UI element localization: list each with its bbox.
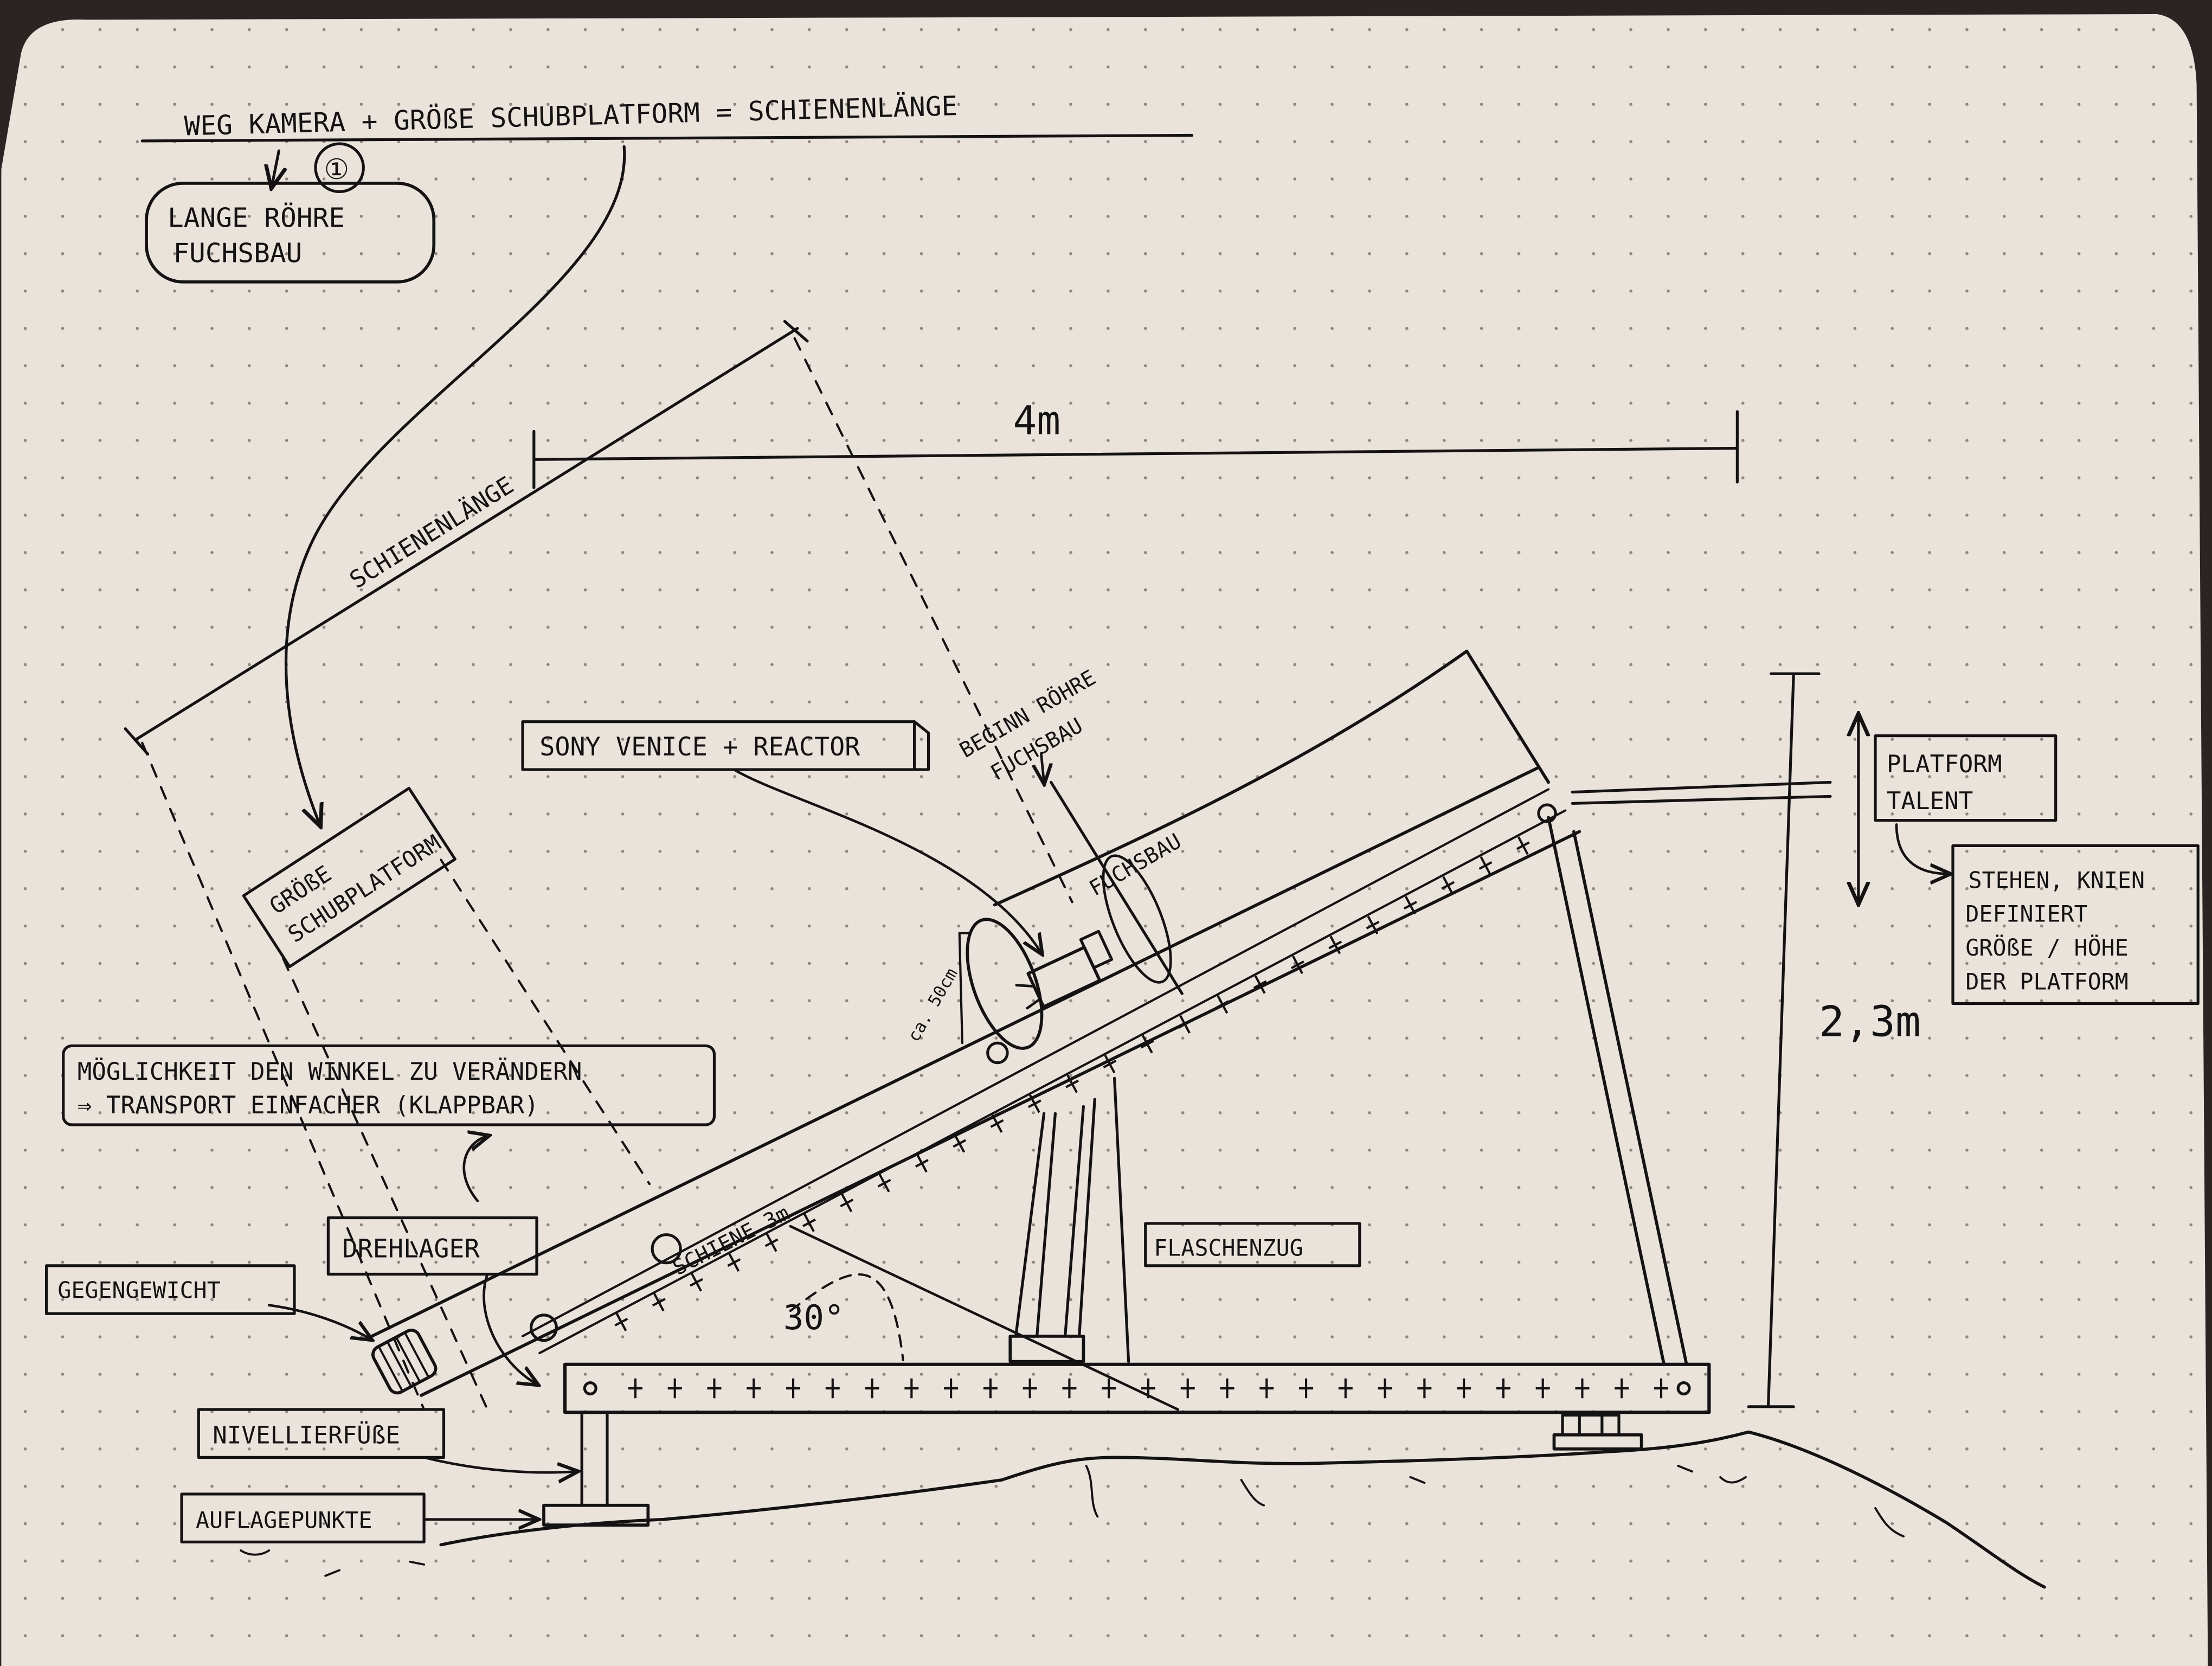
sony-text: SONY VENICE + REACTOR [539, 733, 860, 762]
sony-label-box: SONY VENICE + REACTOR [521, 720, 1041, 953]
long-tube-label-box: LANGE RÖHRE FUCHSBAU [145, 182, 436, 284]
angle-change-box: MÖGLICHKEIT DEN WINKEL ZU VERÄNDERN ⇒ TR… [62, 1044, 716, 1202]
ground-line [240, 1430, 2046, 1589]
pulley-text: FLASCHENZUG [1154, 1235, 1303, 1261]
camera-icon [1015, 930, 1114, 1010]
angle-mark: 30° [783, 1273, 904, 1362]
platform-talent-box: PLATFORM TALENT [1859, 716, 2057, 902]
note-line4: DER PLATFORM [1965, 968, 2128, 995]
angle-text: 30° [783, 1298, 845, 1337]
formula-to-platform-arrow [284, 145, 626, 824]
platform-size-guide-2 [440, 858, 651, 1186]
platform-talent-line2: TALENT [1887, 787, 1973, 815]
pivot-box: DREHLAGER [326, 1216, 537, 1385]
height-dimension: 2,3m [1571, 672, 1921, 1408]
counterweight-label: GEGENGEWICHT [44, 1264, 371, 1339]
formula-ref-mark: ① [324, 153, 350, 186]
height-text: 2,3m [1819, 997, 1921, 1046]
platform-size-guide [282, 957, 489, 1411]
counterweight-text: GEGENGEWICHT [57, 1277, 220, 1304]
leveling-feet: NIVELLIERFÜßE [197, 1408, 1643, 1527]
note-line1: STEHEN, KNIEN [1969, 867, 2145, 893]
counterweight-icon [371, 1328, 438, 1395]
support-strut [1547, 816, 1688, 1366]
note-line2: DEFINIERT [1965, 901, 2087, 927]
angle-change-line2: ⇒ TRANSPORT EINFACHER (KLAPPBAR) [78, 1092, 539, 1119]
standing-kneeling-note: STEHEN, KNIEN DEFINIERT GRÖßE / HÖHE DER… [1951, 844, 2200, 1005]
long-tube-line1: LANGE RÖHRE [168, 202, 345, 233]
support-points: AUFLAGEPUNKTE [180, 1492, 537, 1543]
four-meter-text: 4m [1013, 398, 1060, 444]
support-points-text: AUFLAGEPUNKTE [196, 1507, 372, 1533]
platform-talent-line1: PLATFORM [1887, 751, 2002, 778]
base-beam [563, 1362, 1711, 1414]
pulley-assembly: FLASCHENZUG [1008, 1077, 1361, 1363]
pivot-text: DREHLAGER [342, 1234, 480, 1264]
four-meter-dimension: 4m [532, 398, 1739, 489]
note-line3: GRÖßE / HÖHE [1965, 934, 2128, 961]
angle-change-line1: MÖGLICHKEIT DEN WINKEL ZU VERÄNDERN [78, 1058, 582, 1086]
leveling-feet-text: NIVELLIERFÜßE [213, 1421, 400, 1449]
long-tube-line2: FUCHSBAU [173, 237, 302, 268]
